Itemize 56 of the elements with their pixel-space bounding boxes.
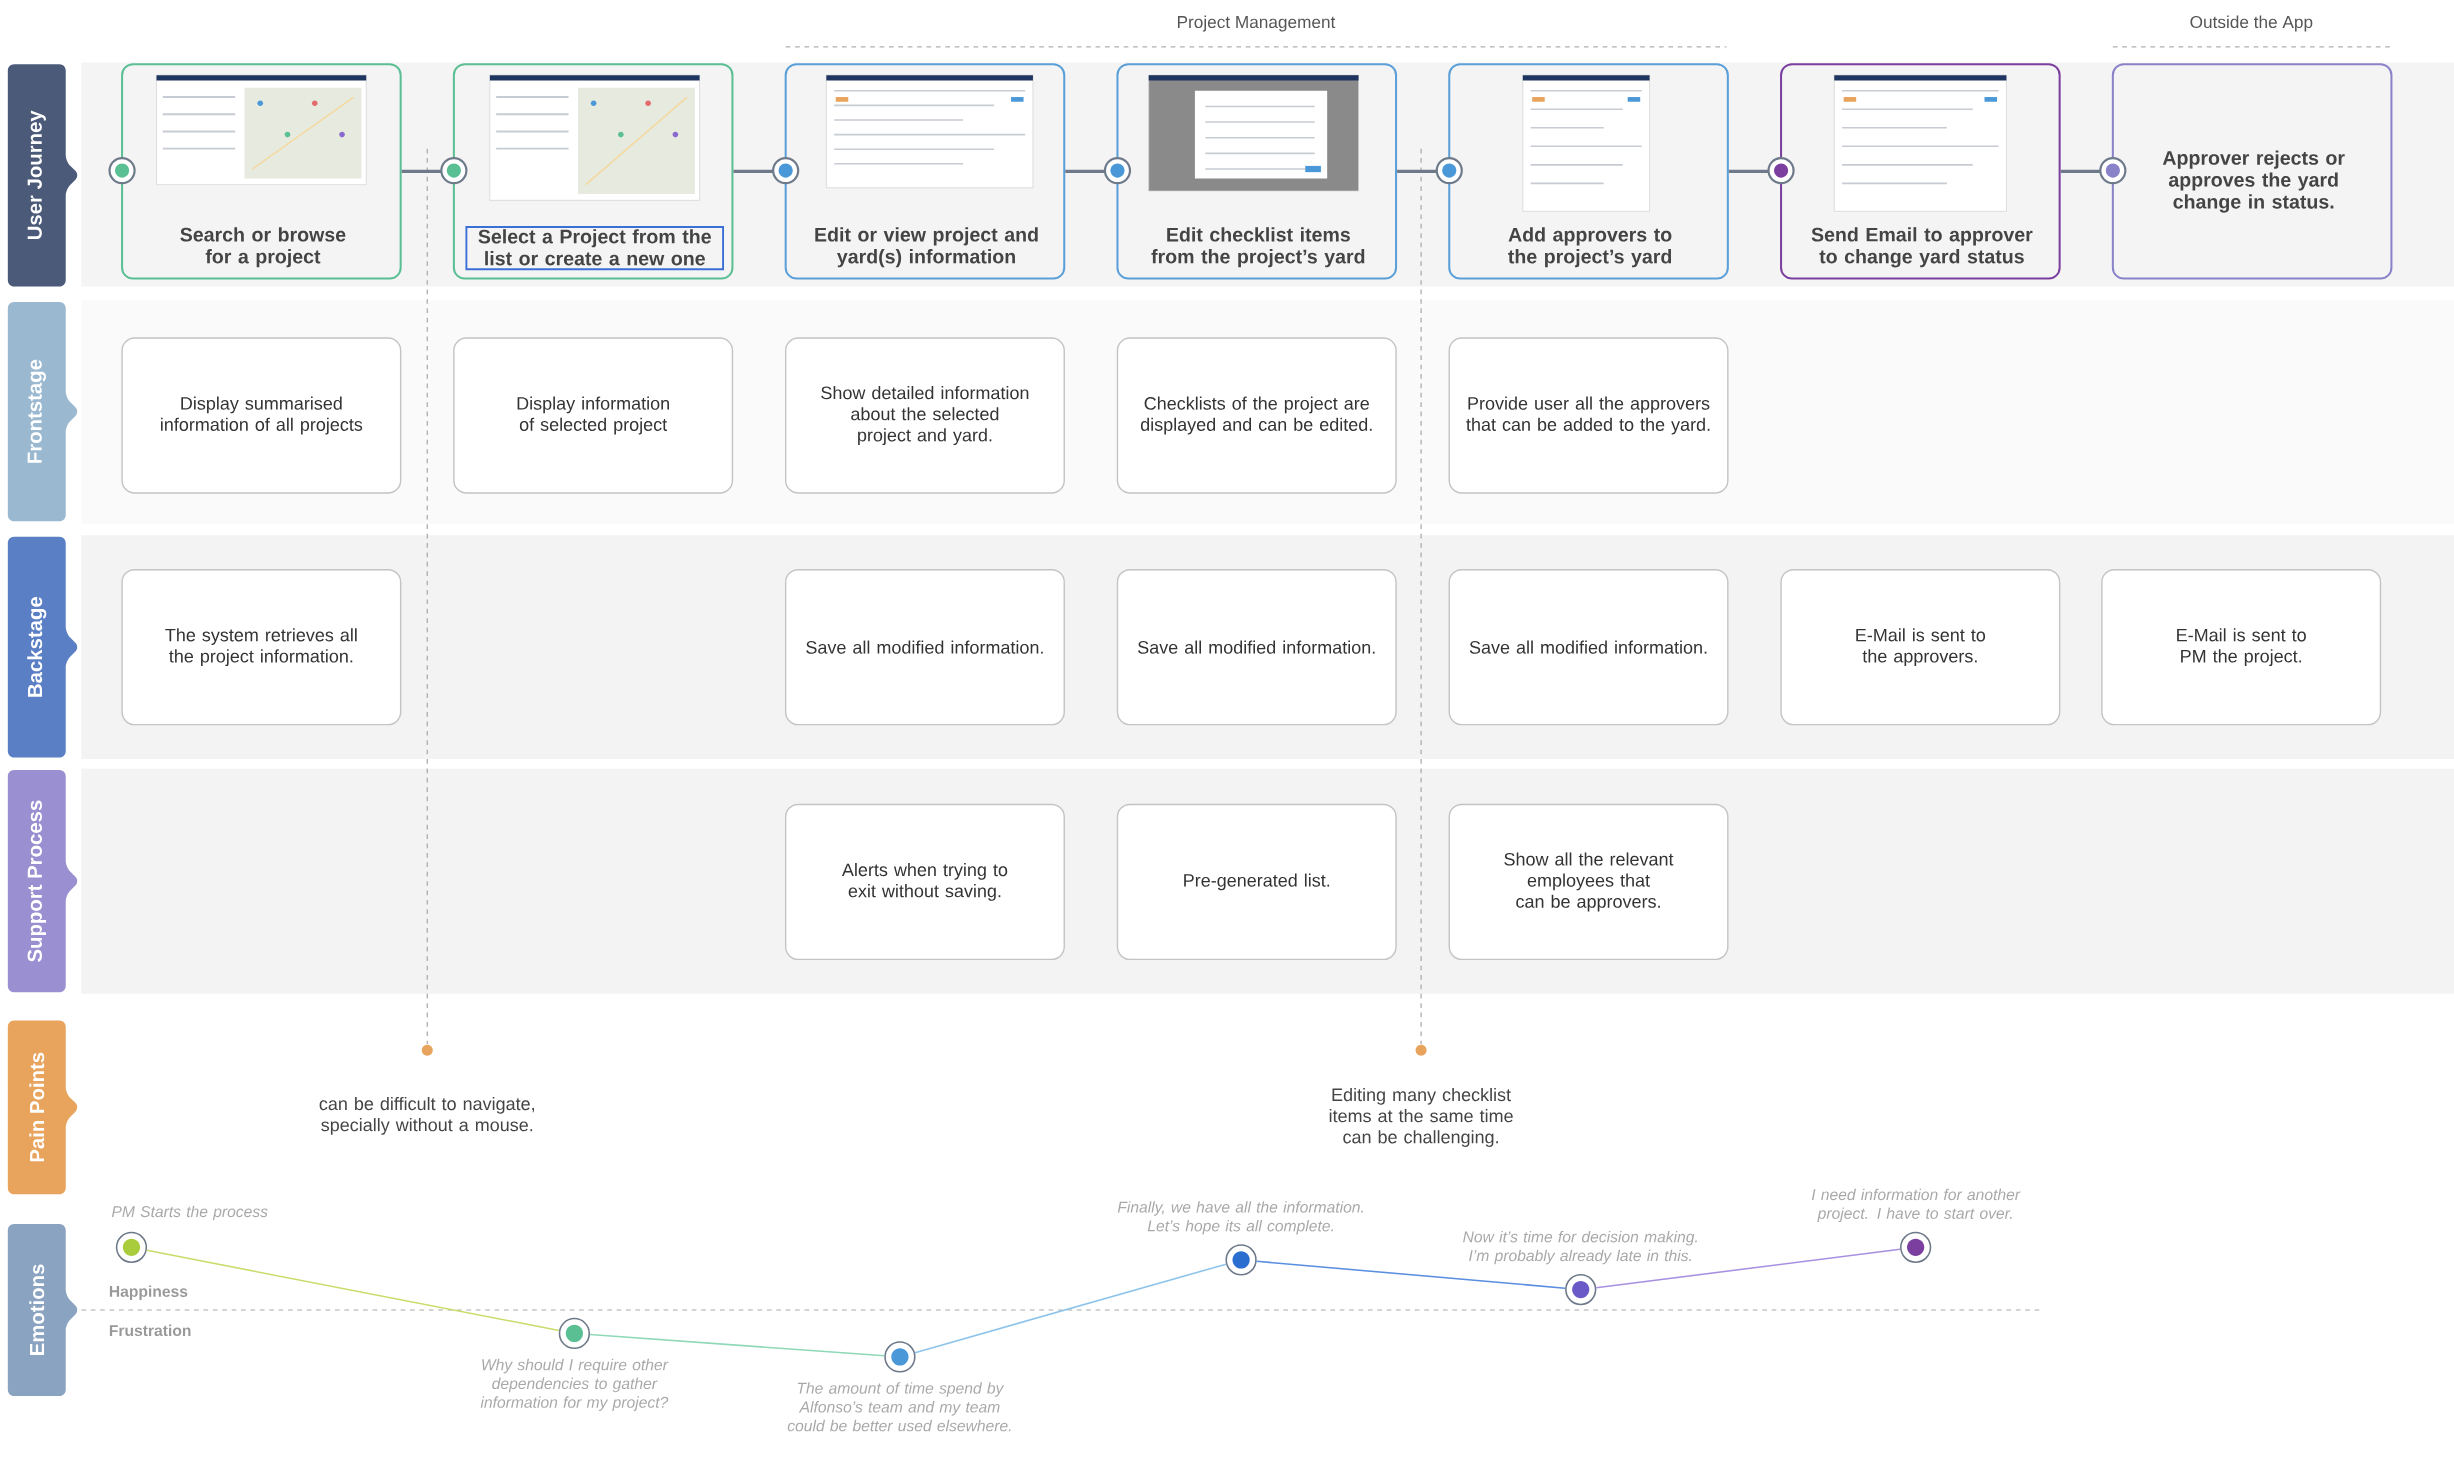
step-card: Approver rejects or approves the yard change in status.: [2111, 63, 2393, 280]
process-box: Checklists of the project are displayed and can be edited.: [1116, 337, 1397, 494]
connector: [1397, 156, 1463, 185]
connector: [2060, 156, 2127, 185]
connector: [1065, 156, 1132, 185]
section-label: Project Management: [1177, 15, 1336, 32]
quote-text: Now it’s time for decision making. I’m probably already late in this.: [1463, 1230, 1697, 1265]
axis-label: Happiness: [109, 1285, 188, 1300]
lane-tab: Backstage: [7, 536, 78, 758]
lane-tab: Frontstage: [7, 301, 78, 521]
process-box: E-Mail is sent to the approvers.: [1780, 568, 2061, 726]
lane-tab: User Journey: [7, 64, 78, 287]
pain-point-text: can be difficult to navigate, specially without a mouse.: [319, 1096, 534, 1135]
connector: [589, 1333, 886, 1357]
emotion-point: [884, 1341, 916, 1373]
emotion-point: [1225, 1244, 1257, 1276]
process-box: The system retrieves all the project information.: [121, 568, 402, 726]
quote-text: I need information for another project. I have to start over.: [1811, 1188, 2021, 1222]
connector: [1728, 156, 1795, 185]
step-card: Edit checklist items from the project’s yard: [1116, 63, 1398, 280]
connector: [914, 1263, 1227, 1354]
process-box: Display information of selected project: [453, 337, 734, 494]
process-box: Pre-generated list.: [1116, 803, 1397, 960]
process-box: Alerts when trying to exit without saving.: [784, 803, 1065, 960]
quote-text: Finally, we have all the information. Let’s hope its all complete.: [1117, 1201, 1363, 1235]
axis-label: Frustration: [109, 1324, 191, 1336]
step-card: Edit or view project and yard(s) information: [784, 63, 1066, 280]
pain-point-text: Editing many checklist items at the same time can be challenging.: [1329, 1087, 1513, 1147]
lane-tab: Emotions: [7, 1223, 78, 1396]
connector: [1255, 1260, 1566, 1289]
connector: [401, 156, 468, 185]
emotion-point: [1565, 1273, 1597, 1306]
lane-tab: Support Process: [7, 769, 78, 993]
connector: [146, 1249, 560, 1332]
process-box: E-Mail is sent to PM the project.: [2101, 568, 2382, 726]
emotion-point: [1900, 1231, 1932, 1263]
quote-text: Why should I require other dependencies to gather information for my project?: [480, 1358, 669, 1411]
process-box: Show detailed information about the selected project and yard.: [784, 337, 1065, 494]
connector: [1595, 1248, 1901, 1289]
process-box: Save all modified information.: [784, 568, 1065, 726]
step-card: Select a Project from the list or create a new one: [452, 63, 734, 280]
process-box: Show all the relevant employees that can be approvers.: [1448, 803, 1729, 960]
step-card: Search or browse for a project: [121, 63, 402, 280]
quote-text: PM Starts the process: [111, 1205, 268, 1221]
process-box: Save all modified information.: [1116, 568, 1397, 726]
emotion-point: [558, 1317, 591, 1349]
lane-tab: Pain Points: [7, 1020, 78, 1194]
step-card: Send Email to approver to change yard status: [1780, 63, 2061, 280]
section-label: Outside the App: [2190, 15, 2313, 32]
process-box: Save all modified information.: [1448, 568, 1729, 726]
step-card: Add approvers to the project’s yard: [1448, 63, 1729, 280]
emotion-point: [115, 1231, 148, 1263]
connector: [733, 156, 800, 185]
quote-text: The amount of time spend by Alfonso’s team and my team could be better used elsewhere.: [787, 1382, 1011, 1432]
process-box: Display summarised information of all projects: [121, 337, 402, 494]
process-box: Provide user all the approvers that can be added to the yard.: [1448, 337, 1729, 494]
